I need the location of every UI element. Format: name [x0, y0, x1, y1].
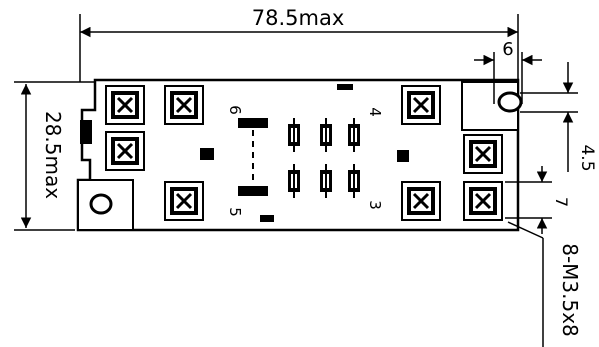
right-mounting-hole	[497, 91, 523, 113]
overall-height-dimension: 28.5max	[14, 81, 95, 231]
right-pin-stub	[397, 150, 409, 162]
overall-length-dimension: 78.5max	[79, 6, 519, 82]
terminal-offset-dimension: 7	[505, 166, 571, 234]
terminal-offset-label: 7	[552, 197, 571, 207]
pin-label-4: 4	[366, 107, 384, 117]
terminal-screw	[104, 130, 146, 172]
coil-contact-5	[238, 186, 268, 196]
terminal-screw	[462, 180, 504, 222]
hole-pitch-label: 4.5	[577, 144, 597, 171]
pin-label-5: 5	[226, 207, 244, 217]
screw-spec-callout: 8-M3.5x8	[507, 221, 582, 347]
pin-label-6: 6	[226, 105, 244, 115]
contact-array: 4 3	[287, 107, 384, 210]
terminal-screw	[462, 133, 504, 175]
top-marker	[337, 84, 353, 90]
left-mounting-hole	[89, 193, 113, 215]
slot-width-label: 6	[502, 39, 513, 60]
terminal-screw	[400, 84, 442, 126]
coil-contacts: 6 5	[226, 105, 268, 217]
overall-height-label: 28.5max	[41, 111, 65, 199]
pin-label-3: 3	[366, 200, 384, 210]
overall-length-label: 78.5max	[252, 6, 345, 30]
terminal-screw	[163, 180, 205, 222]
terminal-screw	[104, 84, 146, 126]
clip-tab	[80, 120, 92, 144]
bottom-marker	[260, 215, 274, 222]
terminal-screw	[400, 180, 442, 222]
hole-pitch-dimension: 4.5	[520, 62, 597, 172]
left-pin-stub	[200, 148, 214, 160]
slot-width-dimension: 6	[474, 39, 542, 104]
terminal-screw	[163, 84, 205, 126]
screw-spec-label: 8-M3.5x8	[558, 243, 582, 337]
coil-contact-6	[238, 118, 268, 128]
